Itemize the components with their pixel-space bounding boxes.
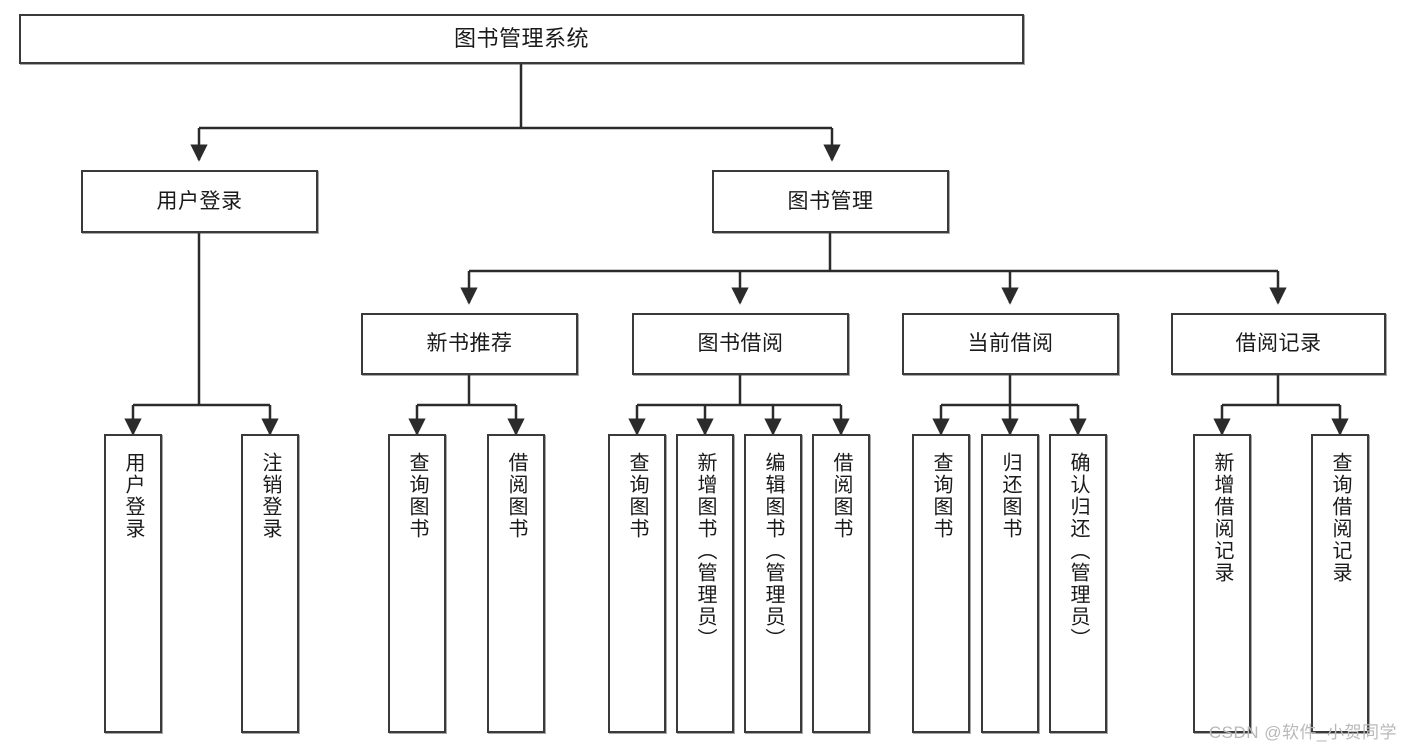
node-leaf-borrow-book-label: 借阅图书 bbox=[830, 452, 852, 540]
node-leaf-confirm-return[interactable]: 确认归还（管理员） bbox=[1049, 434, 1107, 733]
node-book-borrow-label: 图书借阅 bbox=[697, 332, 784, 356]
node-leaf-query-books-borrow-label: 查询图书 bbox=[626, 452, 648, 540]
node-leaf-query-books-current-label: 查询图书 bbox=[930, 452, 952, 540]
node-leaf-borrow-books-rec[interactable]: 借阅图书 bbox=[487, 434, 545, 733]
node-user-login[interactable]: 用户登录 bbox=[81, 170, 318, 233]
node-borrow-record-label: 借阅记录 bbox=[1235, 332, 1322, 356]
node-leaf-query-books-borrow[interactable]: 查询图书 bbox=[608, 434, 666, 733]
node-leaf-edit-book-label: 编辑图书（管理员） bbox=[762, 452, 784, 650]
node-leaf-query-books-current[interactable]: 查询图书 bbox=[912, 434, 970, 733]
node-leaf-user-login-label: 用户登录 bbox=[122, 452, 144, 540]
node-leaf-logout-label: 注销登录 bbox=[259, 452, 281, 540]
watermark-text: CSDN @软件_小贺同学 bbox=[1208, 723, 1397, 742]
node-leaf-query-books-rec-label: 查询图书 bbox=[406, 452, 428, 540]
node-leaf-borrow-books-rec-label: 借阅图书 bbox=[505, 452, 527, 540]
node-book-manage[interactable]: 图书管理 bbox=[712, 170, 949, 233]
node-leaf-query-record-label: 查询借阅记录 bbox=[1329, 452, 1351, 584]
node-book-manage-label: 图书管理 bbox=[787, 189, 874, 213]
node-leaf-user-login[interactable]: 用户登录 bbox=[104, 434, 162, 733]
node-root[interactable]: 图书管理系统 bbox=[19, 14, 1024, 64]
node-leaf-add-book[interactable]: 新增图书（管理员） bbox=[676, 434, 734, 733]
node-leaf-logout[interactable]: 注销登录 bbox=[241, 434, 299, 733]
node-leaf-return-book[interactable]: 归还图书 bbox=[981, 434, 1039, 733]
node-borrow-record[interactable]: 借阅记录 bbox=[1171, 313, 1386, 375]
node-leaf-query-record[interactable]: 查询借阅记录 bbox=[1311, 434, 1369, 733]
node-leaf-add-record[interactable]: 新增借阅记录 bbox=[1193, 434, 1251, 733]
node-leaf-return-book-label: 归还图书 bbox=[999, 452, 1021, 540]
node-leaf-borrow-book[interactable]: 借阅图书 bbox=[812, 434, 870, 733]
node-root-label: 图书管理系统 bbox=[453, 25, 589, 51]
node-user-login-label: 用户登录 bbox=[156, 189, 243, 213]
node-leaf-add-record-label: 新增借阅记录 bbox=[1211, 452, 1233, 584]
node-leaf-query-books-rec[interactable]: 查询图书 bbox=[388, 434, 446, 733]
node-leaf-add-book-label: 新增图书（管理员） bbox=[694, 452, 716, 650]
node-new-book-rec[interactable]: 新书推荐 bbox=[361, 313, 578, 375]
node-new-book-rec-label: 新书推荐 bbox=[426, 332, 513, 356]
node-leaf-edit-book[interactable]: 编辑图书（管理员） bbox=[744, 434, 802, 733]
node-current-borrow[interactable]: 当前借阅 bbox=[902, 313, 1119, 375]
node-leaf-confirm-return-label: 确认归还（管理员） bbox=[1067, 452, 1089, 650]
node-book-borrow[interactable]: 图书借阅 bbox=[632, 313, 849, 375]
node-current-borrow-label: 当前借阅 bbox=[967, 332, 1054, 356]
